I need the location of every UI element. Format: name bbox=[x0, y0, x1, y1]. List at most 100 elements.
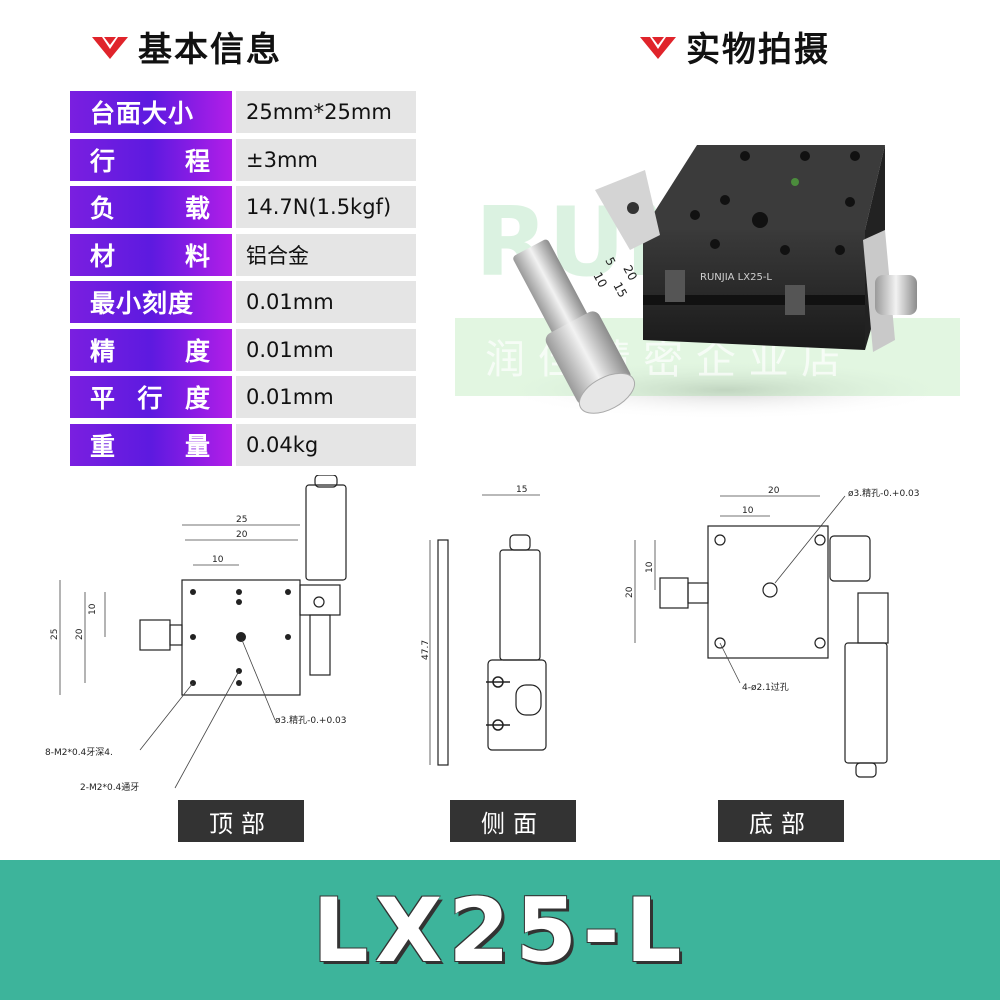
spec-label-char: 度 bbox=[184, 336, 210, 366]
through-hole bbox=[814, 637, 826, 649]
stage-slot bbox=[665, 270, 685, 302]
bottom-view-bracket bbox=[829, 535, 871, 582]
spec-label: 精度 bbox=[70, 328, 232, 371]
mount-hole bbox=[791, 178, 799, 186]
spec-label: 最小刻度 bbox=[70, 281, 232, 323]
spec-label-char: 重 bbox=[90, 431, 116, 461]
micrometer-scale: 10 bbox=[590, 270, 610, 290]
spec-label-char: 载 bbox=[184, 194, 210, 223]
spec-table: 台面大小 25mm*25mm 行程 ±3mm 负载 14.7N(1.5kgf) … bbox=[70, 91, 416, 471]
spec-label-char: 材 bbox=[90, 241, 116, 271]
stage-front bbox=[643, 230, 865, 350]
through-hole bbox=[714, 637, 726, 649]
spec-label-char: 度 bbox=[184, 384, 210, 413]
lock-knob bbox=[875, 275, 917, 315]
bottom-view-knob bbox=[659, 577, 689, 609]
leader-line bbox=[139, 682, 194, 751]
dim-label: 10 bbox=[742, 506, 754, 516]
leader-line bbox=[719, 642, 741, 684]
side-view-slot bbox=[515, 684, 542, 716]
basic-info-heading: 基本信息 bbox=[92, 22, 282, 71]
spec-row: 最小刻度 0.01mm bbox=[70, 281, 416, 323]
spec-row: 重量 0.04kg bbox=[70, 423, 416, 466]
dim-label: 10 bbox=[212, 555, 224, 565]
spec-label-char: 负 bbox=[90, 194, 116, 223]
top-view-slide bbox=[309, 614, 331, 676]
bracket-hole bbox=[627, 202, 639, 214]
stage-slide-gap bbox=[643, 295, 865, 305]
bottom-view-body bbox=[707, 525, 829, 659]
spec-label-char: 行 bbox=[90, 146, 116, 176]
note-thread-depth: 8-M2*0.4牙深4. bbox=[45, 747, 113, 758]
top-view-knob-shaft bbox=[169, 624, 183, 646]
spec-label: 负载 bbox=[70, 186, 232, 228]
spec-value: 0.01mm bbox=[236, 328, 416, 371]
spec-row: 平行度 0.01mm bbox=[70, 376, 416, 418]
spec-label: 材料 bbox=[70, 233, 232, 276]
side-view-plate bbox=[437, 539, 449, 766]
dim-label: 20 bbox=[236, 530, 248, 540]
micrometer bbox=[513, 239, 635, 414]
red-chevron-icon bbox=[92, 36, 128, 59]
spec-row: 负载 14.7N(1.5kgf) bbox=[70, 186, 416, 228]
dim-label: 25 bbox=[50, 629, 60, 640]
note-hole: ø3.精孔-0.+0.03 bbox=[848, 487, 920, 499]
product-photo: RUNJIA 润 佳 精 密 企 业 店 RUNJIA LX25-L 5 10 … bbox=[455, 145, 960, 420]
top-view-knob bbox=[139, 619, 171, 651]
center-hole bbox=[752, 212, 768, 228]
leader-line bbox=[241, 639, 276, 721]
leader-line bbox=[774, 495, 846, 584]
spec-label-char: 精 bbox=[90, 336, 116, 366]
note-thread-through: 2-M2*0.4通牙 bbox=[80, 782, 139, 793]
note-through-hole: 4-ø2.1过孔 bbox=[742, 681, 789, 693]
mount-hole bbox=[720, 195, 730, 205]
basic-info-title: 基本信息 bbox=[138, 30, 282, 70]
side-view-drawing: 15 47.7 bbox=[421, 485, 547, 766]
mount-hole bbox=[835, 245, 845, 255]
side-view-micrometer-tip bbox=[509, 534, 531, 551]
mount-hole bbox=[845, 197, 855, 207]
dim-label: 20 bbox=[625, 586, 635, 598]
through-hole bbox=[714, 534, 726, 546]
bottom-view-micrometer-tip bbox=[855, 762, 877, 778]
stage-top-surface bbox=[643, 145, 885, 230]
model-name: LX25-L bbox=[312, 878, 688, 982]
red-chevron-icon bbox=[640, 36, 676, 59]
mount-hole bbox=[285, 634, 291, 640]
top-view-micrometer-tip bbox=[314, 475, 338, 488]
spec-label-char: 量 bbox=[184, 431, 210, 461]
stage-slot bbox=[785, 285, 805, 315]
bottom-view-lock bbox=[857, 592, 889, 644]
spec-label: 重量 bbox=[70, 423, 232, 466]
spec-row: 材料 铝合金 bbox=[70, 233, 416, 276]
dim-label: 10 bbox=[88, 603, 98, 615]
top-view-bracket bbox=[299, 584, 341, 616]
spec-label-char: 程 bbox=[184, 146, 210, 176]
mount-hole bbox=[800, 151, 810, 161]
top-view-screw bbox=[313, 596, 325, 608]
bottom-view-knob-shaft bbox=[687, 582, 709, 604]
through-hole bbox=[236, 599, 242, 605]
leader-line bbox=[174, 670, 240, 789]
spec-value: 25mm*25mm bbox=[236, 91, 416, 133]
bottom-view-micrometer bbox=[844, 642, 888, 764]
side-view-micrometer bbox=[499, 549, 541, 661]
micrometer-scale: 15 bbox=[610, 280, 630, 300]
mount-hole bbox=[236, 589, 242, 595]
spec-label-char: 平 bbox=[90, 384, 116, 413]
top-view-label: 顶部 bbox=[178, 800, 304, 842]
dim-label: 20 bbox=[75, 628, 85, 640]
mount-hole bbox=[850, 151, 860, 161]
spec-value: ±3mm bbox=[236, 138, 416, 181]
dim-label: 25 bbox=[236, 515, 247, 525]
real-photo-title: 实物拍摄 bbox=[686, 30, 830, 70]
spec-value: 14.7N(1.5kgf) bbox=[236, 186, 416, 228]
top-view-drawing: 25 20 10 10 20 25 ø3.精孔-0.+0.03 8-M2*0.4… bbox=[45, 475, 347, 793]
center-hole bbox=[236, 632, 246, 642]
spec-label: 行程 bbox=[70, 138, 232, 181]
dim-label: 10 bbox=[645, 561, 655, 573]
center-hole bbox=[762, 582, 778, 598]
mount-hole bbox=[236, 680, 242, 686]
bottom-view-label: 底部 bbox=[718, 800, 844, 842]
model-banner: LX25-L bbox=[0, 860, 1000, 1000]
